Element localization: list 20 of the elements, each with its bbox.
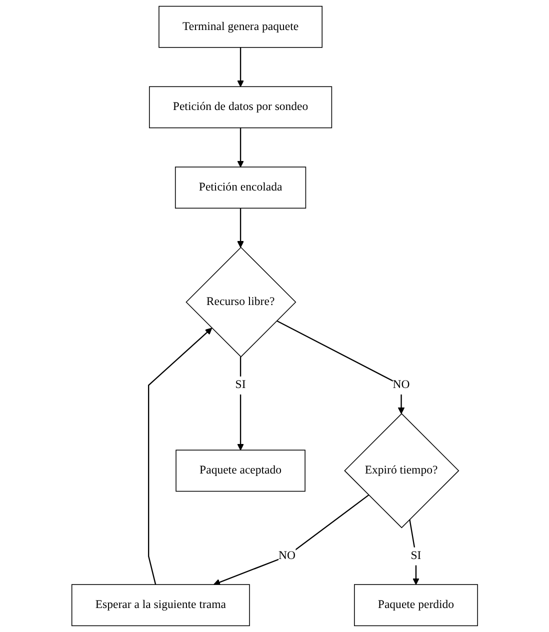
node-box: Paquete perdido: [354, 584, 478, 626]
node-diamond: Expiró tiempo?: [344, 413, 460, 528]
arrow: [408, 519, 420, 585]
arrow: [276, 320, 405, 414]
node-box: Petición encolada: [174, 166, 306, 209]
edge-label: NO: [392, 378, 410, 392]
arrow: [236, 47, 244, 87]
node-box: Paquete aceptado: [175, 450, 306, 492]
node-box: Esperar a la siguiente trama: [71, 584, 250, 626]
node-diamond: Recurso libre?: [185, 246, 296, 358]
arrow: [236, 208, 244, 248]
edge-label: SI: [235, 378, 246, 392]
arrow: [213, 494, 369, 586]
arrow: [148, 328, 212, 585]
arrow: [236, 356, 244, 450]
arrow: [236, 128, 244, 168]
node-box: Petición de datos por sondeo: [148, 86, 332, 128]
node-box: Terminal genera paquete: [158, 6, 322, 48]
edge-label: SI: [410, 550, 422, 562]
edge-label: NO: [278, 550, 296, 562]
